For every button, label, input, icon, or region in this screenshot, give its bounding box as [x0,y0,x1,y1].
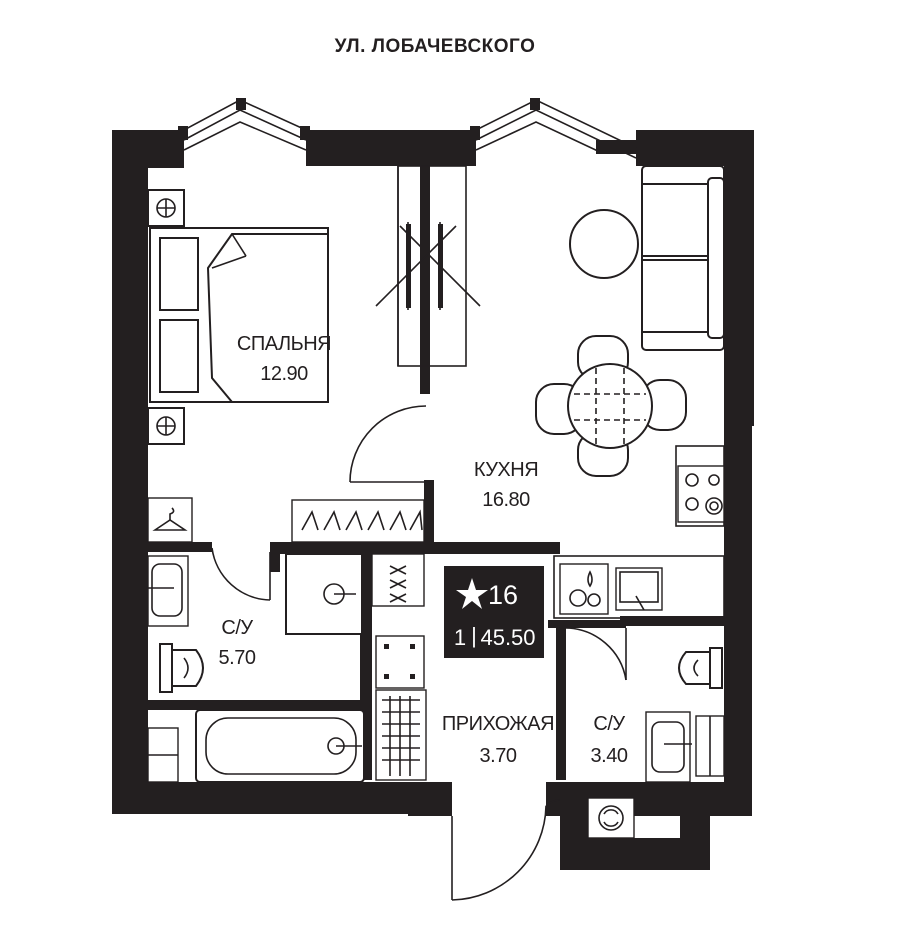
room-hallway-label: ПРИХОЖАЯ 3.70 [442,713,555,767]
entrance-door [451,805,547,901]
svg-text:3.40: 3.40 [591,745,628,767]
exterior-walls [112,130,754,870]
room-bathroom-main-label: С/У 5.70 [219,617,257,669]
svg-text:С/У: С/У [593,713,625,735]
room-bedroom-label: СПАЛЬНЯ 12.90 [237,333,332,385]
bedroom-door [349,405,427,483]
nightstand-top [147,189,185,227]
svg-text:КУХНЯ: КУХНЯ [474,459,538,481]
rooms-count: 1 [454,625,466,650]
toilet-main [159,643,204,693]
bath-door [211,547,271,601]
stove [677,465,725,523]
bed [149,227,329,403]
wardrobe [375,222,481,310]
heated-rail [371,553,425,607]
nightstand-bottom [147,407,185,445]
hall-to-bath-door [565,627,627,681]
hall-door-bath2 [545,799,561,807]
unit-number: 16 [488,580,518,610]
bath-sink-left [146,555,189,627]
svg-text:12.90: 12.90 [260,363,308,385]
bay-window-right [470,98,637,159]
svg-text:СПАЛЬНЯ: СПАЛЬНЯ [237,333,331,355]
coat-rack [147,497,193,543]
room-bathroom-small-label: С/У 3.40 [591,713,629,767]
washing-machine [587,797,635,839]
bay-window-left [178,98,310,151]
svg-text:ПРИХОЖАЯ: ПРИХОЖАЯ [442,713,554,735]
utility-niche [375,635,427,781]
closet-hangers [291,499,425,543]
toilet-small [678,647,723,689]
sink-small [645,711,692,783]
total-area: 45.50 [480,625,535,650]
unit-badge: 16 1 | 45.50 [444,566,544,658]
dining-set [535,335,687,477]
dishwasher [559,563,609,615]
bathtub [195,709,365,783]
windows [147,715,725,783]
svg-text:5.70: 5.70 [219,647,256,669]
star-icon [456,578,488,609]
svg-text:С/У: С/У [221,617,253,639]
round-table [569,209,639,279]
sofa [641,165,725,351]
washbasin-box [285,553,363,635]
room-kitchen-label: КУХНЯ 16.80 [474,459,539,511]
street-name: УЛ. ЛОБАЧЕВСКОГО [334,36,536,57]
badge-separator: | [471,623,477,648]
svg-text:3.70: 3.70 [480,745,517,767]
kitchen-sink [615,567,663,611]
svg-text:16.80: 16.80 [482,489,530,511]
